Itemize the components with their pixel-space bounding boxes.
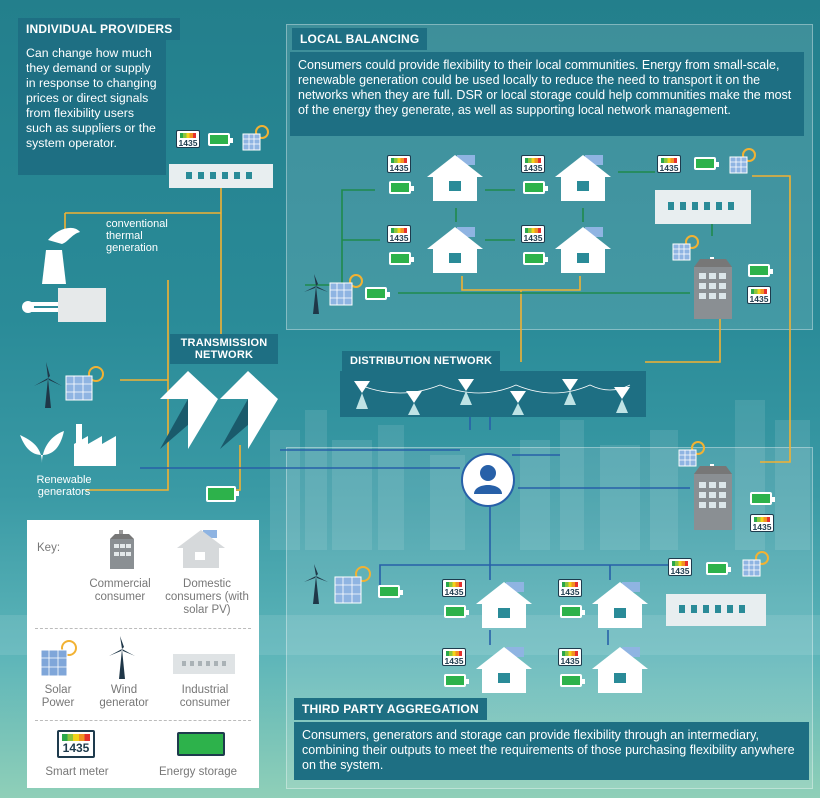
key-storage-label: Energy storage <box>159 766 237 778</box>
smart-meter-icon: 1435 <box>442 579 466 597</box>
key-industrial-label: Industrial consumer <box>179 684 231 709</box>
battery-icon <box>389 252 414 265</box>
solar-panel-icon <box>242 125 269 151</box>
smart-meter-icon: 1435 <box>750 514 774 532</box>
key-legend: Key: Commercial consumer Domestic consum… <box>27 520 259 788</box>
battery-icon <box>523 252 548 265</box>
key-divider <box>35 720 251 721</box>
battery-icon <box>523 181 548 194</box>
distribution-network-title: DISTRIBUTION NETWORK <box>342 351 501 371</box>
key-divider <box>35 628 251 629</box>
battery-icon <box>208 133 233 146</box>
thermal-power-plant-icon <box>22 227 106 322</box>
transmission-towers-icon <box>160 371 278 449</box>
smart-meter-icon: 1435 <box>176 130 200 148</box>
smart-meter-icon: 1435 <box>57 730 95 758</box>
solar-panel-icon <box>729 148 756 174</box>
local-balancing-title: LOCAL BALANCING <box>292 28 428 50</box>
industrial-building-icon <box>655 190 751 224</box>
industrial-building-icon <box>173 654 235 674</box>
house-icon <box>555 227 611 273</box>
smart-meter-icon: 1435 <box>558 648 582 666</box>
wind-turbine-icon <box>34 362 62 408</box>
distribution-network-icon <box>340 371 646 417</box>
house-icon <box>427 227 483 273</box>
smart-meter-icon: 1435 <box>521 155 545 173</box>
battery-icon <box>444 605 469 618</box>
individual-providers-text: Can change how much they demand or suppl… <box>18 40 166 175</box>
smart-meter-icon: 1435 <box>387 225 411 243</box>
conventional-generation-label: conventional thermal generation <box>106 218 168 254</box>
key-smart-meter-label: Smart meter <box>45 766 109 778</box>
house-icon <box>592 582 648 628</box>
wind-turbine-icon <box>109 636 135 679</box>
local-balancing-text: Consumers could provide flexibility to t… <box>290 52 804 136</box>
key-domestic-label: Domestic consumers (with solar PV) <box>165 578 249 616</box>
solar-panel-icon <box>742 551 769 577</box>
solar-panel-icon <box>678 441 705 467</box>
commercial-building-icon <box>694 257 732 319</box>
solar-panel-icon <box>40 640 77 677</box>
battery-icon <box>177 732 228 756</box>
battery-icon <box>694 157 719 170</box>
bioenergy-leaf-icon <box>20 431 64 463</box>
industrial-building-icon <box>666 594 766 626</box>
battery-icon <box>378 585 403 598</box>
battery-icon <box>365 287 390 300</box>
third-party-aggregation-text: Consumers, generators and storage can pr… <box>294 722 809 780</box>
third-party-aggregation-title: THIRD PARTY AGGREGATION <box>294 698 487 720</box>
battery-icon <box>706 562 731 575</box>
house-icon <box>427 155 483 201</box>
smart-meter-icon: 1435 <box>442 648 466 666</box>
battery-icon <box>750 492 775 505</box>
solar-panel-icon <box>65 366 104 401</box>
smart-meter-icon: 1435 <box>668 558 692 576</box>
smart-meter-icon: 1435 <box>387 155 411 173</box>
industrial-building-icon <box>169 164 273 188</box>
renewable-generators-label: Renewable generators <box>36 474 92 498</box>
battery-icon <box>560 605 585 618</box>
smart-meter-icon: 1435 <box>558 579 582 597</box>
house-icon <box>592 647 648 693</box>
battery-icon <box>748 264 773 277</box>
smart-meter-icon: 1435 <box>521 225 545 243</box>
transmission-network-title: TRANSMISSION NETWORK <box>170 334 278 364</box>
individual-providers-title: INDIVIDUAL PROVIDERS <box>18 18 181 40</box>
house-icon <box>555 155 611 201</box>
smart-meter-icon: 1435 <box>747 286 771 304</box>
house-icon <box>476 647 532 693</box>
key-wind-label: Wind generator <box>99 684 149 709</box>
house-icon <box>177 530 225 568</box>
battery-icon <box>389 181 414 194</box>
wind-turbine-icon <box>304 564 328 604</box>
solar-panel-icon <box>334 566 371 604</box>
key-solar-label: Solar Power <box>41 684 75 709</box>
smart-meter-icon: 1435 <box>657 155 681 173</box>
solar-panel-icon <box>329 274 363 306</box>
battery-icon <box>444 674 469 687</box>
key-commercial-label: Commercial consumer <box>89 578 151 603</box>
solar-panel-icon <box>672 235 699 261</box>
key-title: Key: <box>37 542 61 554</box>
factory-icon <box>74 424 116 466</box>
commercial-building-icon <box>110 530 134 569</box>
wind-turbine-icon <box>304 274 328 314</box>
aggregator-person-icon <box>461 453 515 507</box>
commercial-building-icon <box>694 464 732 530</box>
battery-icon <box>206 486 239 502</box>
house-icon <box>476 582 532 628</box>
battery-icon <box>560 674 585 687</box>
